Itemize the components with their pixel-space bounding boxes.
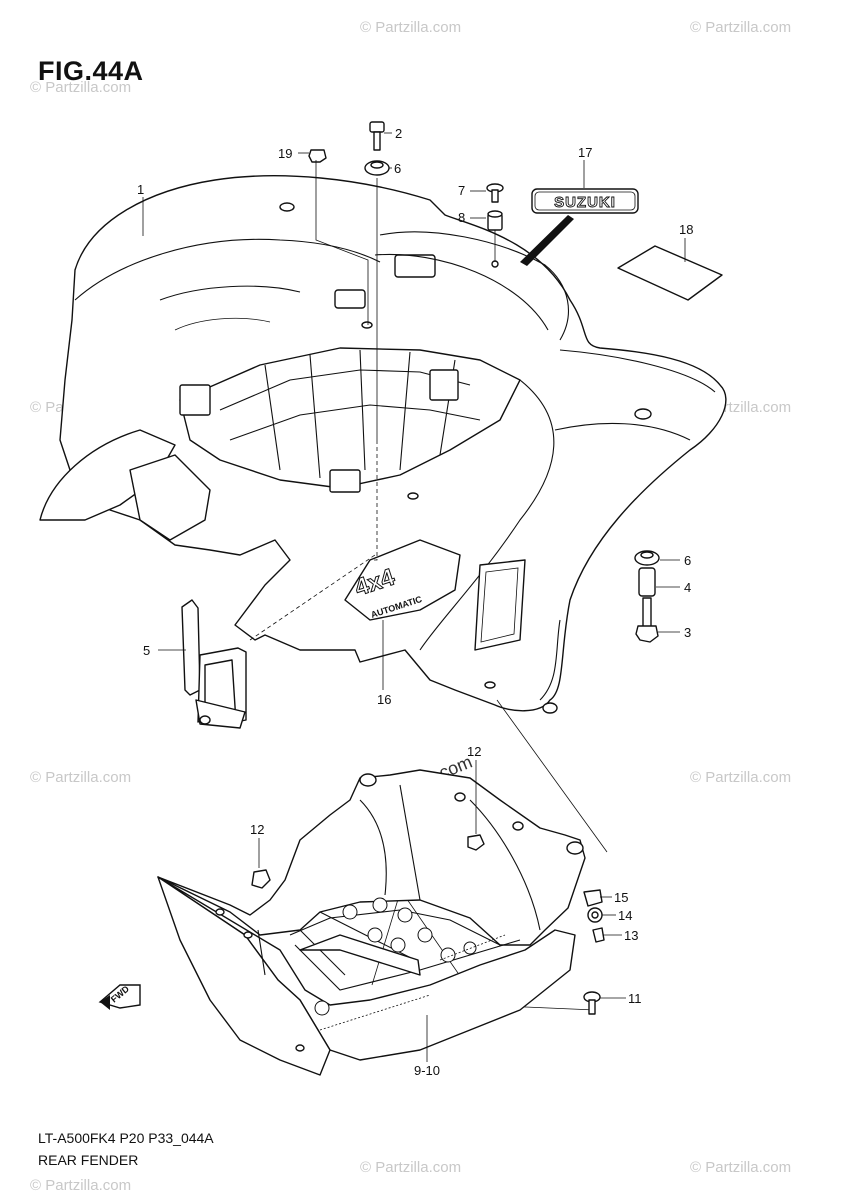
suzuki-emblem: SUZUKI [520, 188, 639, 266]
model-code: LT-A500FK4 P20 P33_044A [38, 1130, 214, 1146]
callout-13: 13 [624, 928, 638, 943]
caution-label [617, 245, 723, 301]
callout-12: 12 [250, 822, 264, 837]
hardware-top [308, 121, 504, 231]
callout-leaders [142, 132, 686, 1062]
callout-12: 12 [467, 744, 481, 759]
section-name: REAR FENDER [38, 1152, 139, 1168]
callout-6: 6 [684, 553, 691, 568]
callout-11: 11 [628, 991, 642, 1006]
callout-8: 8 [458, 210, 465, 225]
callout-16: 16 [377, 692, 391, 707]
callout-15: 15 [614, 890, 628, 905]
watermark: © Partzilla.com [30, 1177, 131, 1194]
figure-title: FIG.44A [38, 56, 144, 86]
bracket-part5 [181, 599, 247, 729]
rear-fender [39, 175, 727, 714]
callout-3: 3 [684, 625, 691, 640]
watermark: © Partzilla.com [30, 769, 131, 786]
watermark: © Partzilla.com [690, 19, 791, 36]
callout-17: 17 [578, 145, 592, 160]
side-decal: 4x4 AUTOMATIC [344, 539, 461, 621]
callout-2: 2 [395, 126, 402, 141]
callout-6: 6 [394, 161, 401, 176]
callout-5: 5 [143, 643, 150, 658]
callout-1: 1 [137, 182, 144, 197]
fwd-arrow-icon: FWD [98, 983, 141, 1010]
callout-19: 19 [278, 146, 292, 161]
callout-7: 7 [458, 183, 465, 198]
watermark: © Partzilla.com [690, 1159, 791, 1176]
footrest-holes [314, 897, 477, 1016]
callout-14: 14 [618, 908, 632, 923]
watermark: © Partzilla.com [30, 79, 131, 96]
callout-18: 18 [679, 222, 693, 237]
footrest-guard [157, 769, 586, 1076]
watermark: © Partzilla.com [360, 19, 461, 36]
emblem-text: SUZUKI [554, 194, 616, 211]
hardware-right [634, 550, 660, 643]
watermark: © Partzilla.com [360, 1159, 461, 1176]
hardware-lower [251, 834, 605, 1015]
callout-9-10: 9-10 [414, 1063, 440, 1078]
callout-labels: 2 6 19 7 8 17 18 1 5 6 4 3 16 12 12 15 1… [137, 126, 693, 1078]
watermark: © Partzilla.com [690, 769, 791, 786]
callout-4: 4 [684, 580, 691, 595]
